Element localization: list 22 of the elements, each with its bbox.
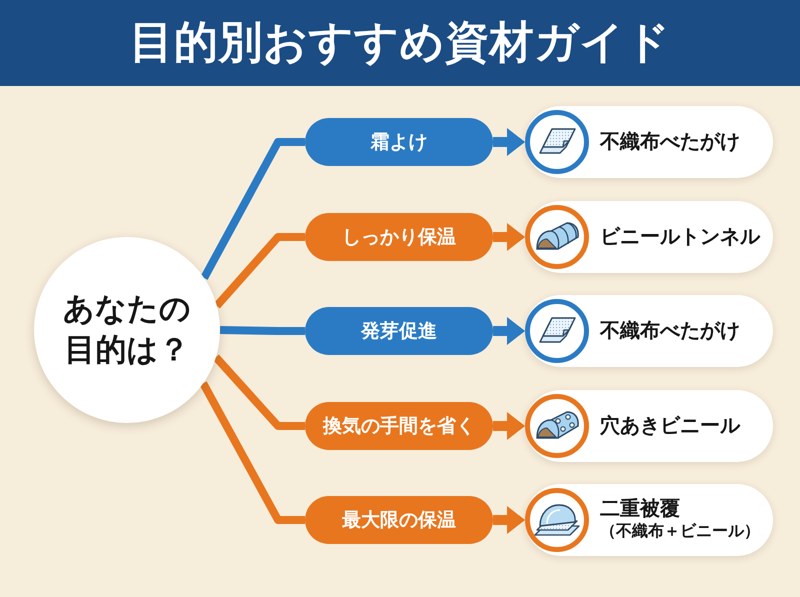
connector-line bbox=[200, 381, 305, 524]
question-circle: あなたの目的は？ bbox=[34, 237, 220, 423]
arrow bbox=[493, 506, 525, 534]
purpose-pill: 最大限の保温 bbox=[305, 496, 493, 544]
arrow bbox=[493, 412, 525, 440]
material-name: 不織布べたがけ bbox=[600, 318, 740, 344]
purpose-pill: 換気の手間を省く bbox=[305, 402, 493, 450]
purpose-pill: 発芽促進 bbox=[305, 307, 493, 355]
arrow bbox=[493, 317, 525, 345]
connector-line bbox=[220, 326, 305, 335]
material-name: 二重被覆 bbox=[600, 497, 680, 522]
purpose-pill: 霜よけ bbox=[305, 118, 493, 166]
title-banner: 目的別おすすめ資材ガイド bbox=[0, 0, 800, 86]
arrow bbox=[493, 128, 525, 156]
arrow bbox=[493, 223, 525, 251]
material-name: 穴あきビニール bbox=[600, 414, 740, 438]
connector-line bbox=[214, 233, 305, 309]
connector-line bbox=[212, 354, 305, 430]
material-name: 不織布べたがけ bbox=[600, 130, 740, 154]
material-note: （不織布＋ビニール） bbox=[600, 522, 760, 542]
purpose-pill: しっかり保温 bbox=[305, 213, 493, 261]
material-name: ビニールトンネル bbox=[600, 224, 760, 250]
